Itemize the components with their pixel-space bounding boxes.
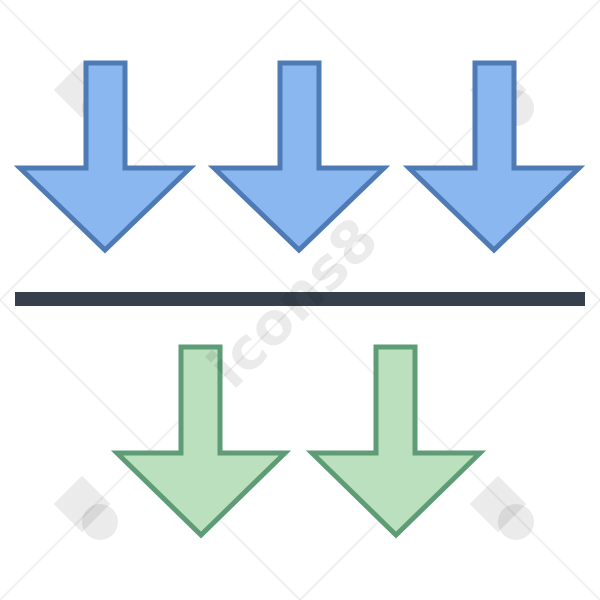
top-arrows xyxy=(13,60,586,254)
watermark-logo-bottom-right xyxy=(469,475,534,540)
arrow-down-icon xyxy=(110,344,292,539)
bottom-arrows xyxy=(110,344,487,539)
arrow-down-icon xyxy=(13,60,197,254)
arrow-down-icon xyxy=(402,60,586,254)
arrow-down-icon xyxy=(305,344,487,539)
watermark-logo-bottom-left xyxy=(53,475,118,540)
divider-line xyxy=(15,292,585,306)
arrow-down-icon xyxy=(207,60,391,254)
